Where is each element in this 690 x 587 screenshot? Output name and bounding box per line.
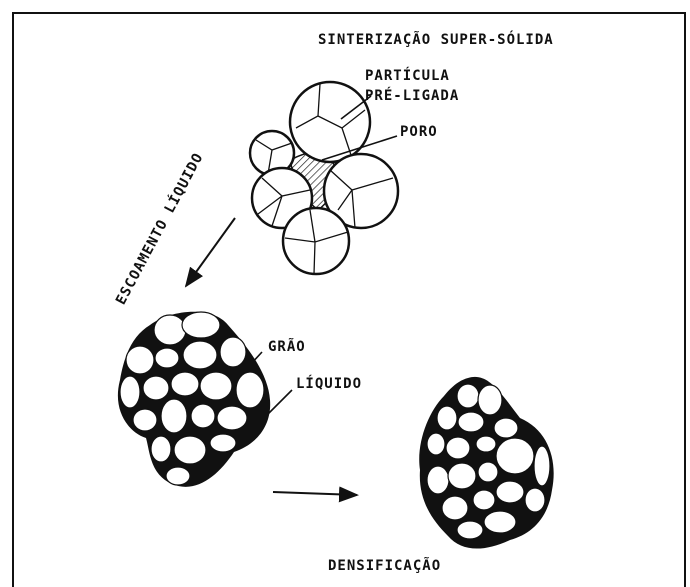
particle-label-line1: PARTÍCULA bbox=[365, 66, 459, 86]
liquid-leader-line bbox=[268, 390, 292, 414]
densification-label: DENSIFICAÇÃO bbox=[328, 558, 441, 574]
pore-label: PORO bbox=[400, 124, 438, 140]
grain-label: GRÃO bbox=[268, 339, 306, 355]
diagram-title: SINTERIZAÇÃO SUPER-SÓLIDA bbox=[318, 32, 554, 48]
densified-grain-cluster bbox=[419, 377, 553, 549]
particle-bottom bbox=[283, 208, 349, 274]
particle-top bbox=[290, 82, 370, 162]
prealloyed-particle-label: PARTÍCULA PRÉ-LIGADA bbox=[365, 66, 459, 106]
particle-label-line2: PRÉ-LIGADA bbox=[365, 86, 459, 106]
liquid-flow-arrow bbox=[186, 218, 235, 286]
grain-cluster-with-liquid bbox=[118, 312, 270, 487]
densification-arrow bbox=[273, 492, 357, 495]
liquid-label: LÍQUIDO bbox=[296, 376, 362, 392]
